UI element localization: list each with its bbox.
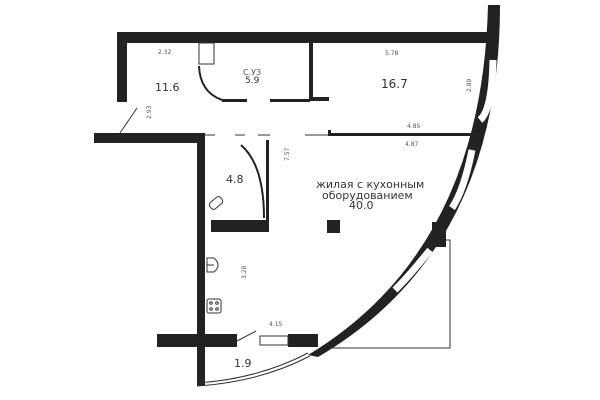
wall-bathroom-bottom-r	[270, 99, 310, 102]
window-mid	[449, 149, 476, 210]
dim-7-57: 7.57	[284, 147, 291, 161]
dim-2-89: 2.89	[466, 78, 473, 92]
stove-icon	[206, 298, 222, 314]
room-c-area: 4.8	[226, 173, 244, 186]
window-low	[392, 247, 433, 293]
wall-room-b-bottom	[329, 133, 479, 136]
wall-left-entry	[94, 133, 204, 143]
walls	[94, 5, 500, 386]
balcony-area: 1.9	[234, 357, 252, 370]
door-arc-bathroom	[198, 65, 223, 101]
balcony-small-arc	[196, 352, 311, 387]
window-upper	[477, 59, 497, 123]
wall-closet-bottom	[211, 220, 268, 232]
balcony-door	[259, 335, 289, 346]
bathroom-label: С.УЗ	[243, 68, 261, 77]
wall-room-b-stub	[328, 130, 331, 136]
wall-closet-right	[266, 140, 269, 232]
wall-bottom-left	[157, 334, 237, 347]
toilet-icon	[208, 196, 224, 210]
wall-balcony-stub	[432, 222, 446, 247]
room-a-area: 11.6	[155, 81, 180, 94]
ventilation-shaft	[198, 42, 215, 65]
door-swing-entry	[119, 107, 138, 134]
living-label-2: оборудованием	[322, 189, 413, 202]
dim-2-32: 2.32	[158, 49, 172, 56]
wall-inner-left	[197, 133, 205, 386]
dim-5-78: 5.78	[385, 50, 399, 57]
wall-top	[117, 32, 497, 43]
balcony-rail	[330, 239, 451, 349]
wall-left-upper	[117, 32, 127, 102]
dim-4-87: 4.87	[405, 141, 419, 148]
door-swing-balcony	[236, 330, 257, 342]
dim-2-93: 2.93	[146, 105, 153, 119]
wall-bathroom-bottom-l	[222, 99, 247, 102]
dim-4-85: 4.85	[407, 123, 421, 130]
column	[327, 220, 340, 233]
door-arc-closet	[240, 144, 265, 219]
wall-bathroom-right	[309, 43, 313, 100]
room-b-area: 16.7	[381, 77, 408, 91]
dim-3-28: 3.28	[241, 265, 248, 279]
wall-bathroom-stub	[309, 97, 329, 101]
dim-4-15: 4.15	[269, 321, 283, 328]
living-label-1: жилая с кухонным	[316, 178, 424, 191]
wall-bottom-mid	[288, 334, 318, 347]
bathroom-area: 5.9	[245, 76, 260, 86]
sink-icon	[206, 257, 219, 273]
living-area: 40.0	[349, 199, 374, 212]
